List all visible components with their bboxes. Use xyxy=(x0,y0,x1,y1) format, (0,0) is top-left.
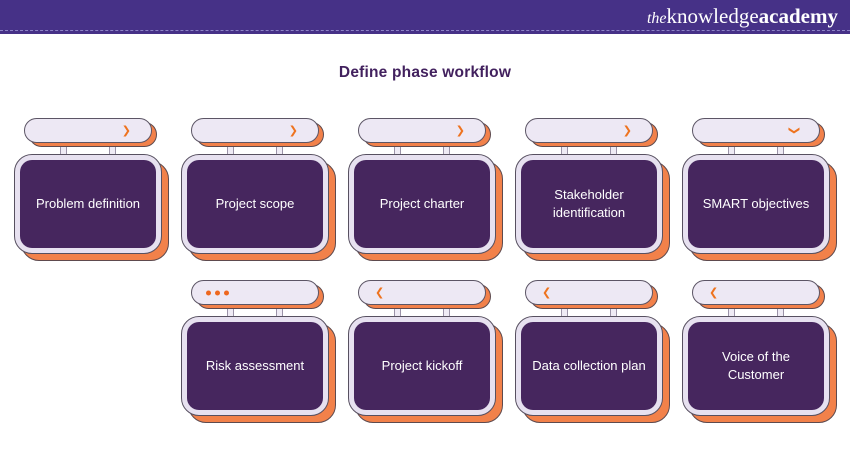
brand-logo: theknowledgeacademy xyxy=(647,4,838,29)
workflow-step-card: ❮ Voice of the Customer xyxy=(682,280,837,423)
box-frame: Stakeholder identification xyxy=(515,154,663,254)
box-frame: Project kickoff xyxy=(348,316,496,416)
ellipsis-icon xyxy=(206,290,229,295)
chevron-left-icon: ❮ xyxy=(709,286,719,299)
box-frame: SMART objectives xyxy=(682,154,830,254)
page-title: Define phase workflow xyxy=(338,64,512,81)
step-box: Project scope xyxy=(181,154,336,261)
sign-pill: ❯ xyxy=(692,118,820,143)
sign-pill: ❯ xyxy=(24,118,152,143)
direction-sign: ❮ xyxy=(358,280,491,309)
box-panel: Project charter xyxy=(354,160,490,248)
step-label: SMART objectives xyxy=(702,195,810,211)
step-box: Voice of the Customer xyxy=(682,316,837,423)
step-label: Project charter xyxy=(379,195,465,211)
logo-academy: academy xyxy=(758,3,838,28)
direction-sign xyxy=(191,280,324,309)
box-panel: Data collection plan xyxy=(521,322,657,410)
step-box: SMART objectives xyxy=(682,154,837,261)
direction-sign: ❯ xyxy=(358,118,491,147)
step-label: Risk assessment xyxy=(205,357,305,373)
sign-pill: ❯ xyxy=(525,118,653,143)
sign-pill: ❮ xyxy=(692,280,820,305)
step-label: Project scope xyxy=(215,195,295,211)
box-panel: Risk assessment xyxy=(187,322,323,410)
sign-pill: ❯ xyxy=(191,118,319,143)
box-frame: Project scope xyxy=(181,154,329,254)
direction-sign: ❯ xyxy=(692,118,825,147)
box-frame: Problem definition xyxy=(14,154,162,254)
step-label: Stakeholder identification xyxy=(552,186,626,220)
workflow-step-card: ❯ Project charter xyxy=(348,118,503,261)
step-label: Project kickoff xyxy=(381,357,463,373)
workflow-step-card: ❮ Data collection plan xyxy=(515,280,670,423)
workflow-step-card: Risk assessment xyxy=(181,280,336,423)
box-frame: Project charter xyxy=(348,154,496,254)
workflow-step-card: ❯ Problem definition xyxy=(14,118,169,261)
step-box: Stakeholder identification xyxy=(515,154,670,261)
box-panel: Project scope xyxy=(187,160,323,248)
workflow-row-1: ❯ Problem definition ❯ Projec xyxy=(14,118,837,261)
chevron-right-icon: ❯ xyxy=(622,124,632,137)
direction-sign: ❯ xyxy=(191,118,324,147)
chevron-right-icon: ❯ xyxy=(121,124,131,137)
chevron-left-icon: ❮ xyxy=(542,286,552,299)
chevron-left-icon: ❮ xyxy=(375,286,385,299)
sign-pill xyxy=(191,280,319,305)
step-label: Voice of the Customer xyxy=(722,348,790,382)
header-bar: theknowledgeacademy xyxy=(0,0,850,34)
box-panel: Problem definition xyxy=(20,160,156,248)
step-box: Project charter xyxy=(348,154,503,261)
logo-the: the xyxy=(646,9,667,27)
box-frame: Data collection plan xyxy=(515,316,663,416)
box-panel: Project kickoff xyxy=(354,322,490,410)
chevron-down-icon: ❯ xyxy=(787,125,801,136)
workflow-step-card: ❮ Project kickoff xyxy=(348,280,503,423)
direction-sign: ❯ xyxy=(24,118,157,147)
sign-pill: ❯ xyxy=(358,118,486,143)
sign-pill: ❮ xyxy=(525,280,653,305)
chevron-right-icon: ❯ xyxy=(455,124,465,137)
step-label: Data collection plan xyxy=(532,357,646,373)
step-box: Risk assessment xyxy=(181,316,336,423)
step-box: Project kickoff xyxy=(348,316,503,423)
direction-sign: ❮ xyxy=(692,280,825,309)
box-frame: Risk assessment xyxy=(181,316,329,416)
box-panel: Voice of the Customer xyxy=(688,322,824,410)
step-box: Data collection plan xyxy=(515,316,670,423)
direction-sign: ❯ xyxy=(525,118,658,147)
workflow-step-card: ❯ SMART objectives xyxy=(682,118,837,261)
step-label: Problem definition xyxy=(35,195,141,211)
workflow-step-card: ❯ Project scope xyxy=(181,118,336,261)
workflow-row-2: Risk assessment ❮ Project kickoff ❮ xyxy=(181,280,837,423)
box-panel: Stakeholder identification xyxy=(521,160,657,248)
logo-knowledge: knowledge xyxy=(666,3,759,28)
sign-pill: ❮ xyxy=(358,280,486,305)
step-box: Problem definition xyxy=(14,154,169,261)
direction-sign: ❮ xyxy=(525,280,658,309)
chevron-right-icon: ❯ xyxy=(288,124,298,137)
box-frame: Voice of the Customer xyxy=(682,316,830,416)
workflow-step-card: ❯ Stakeholder identification xyxy=(515,118,670,261)
box-panel: SMART objectives xyxy=(688,160,824,248)
